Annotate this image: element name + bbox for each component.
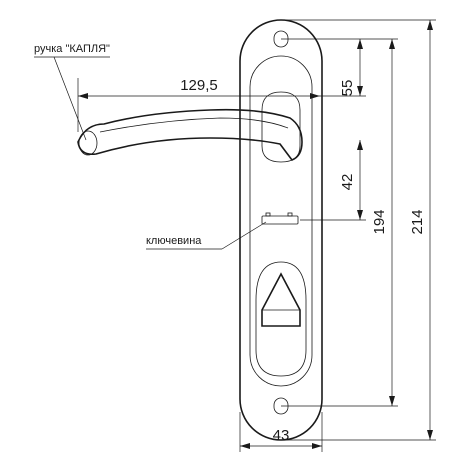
handle-tip	[78, 130, 98, 156]
dimension-handle-length-text: 129,5	[180, 77, 218, 94]
plate-boss-bottom	[255, 261, 307, 377]
extension-lines	[77, 19, 436, 452]
callout-handle: ручка "КАПЛЯ"	[34, 43, 110, 141]
dimension-handle-to-key: 42	[339, 140, 363, 220]
dimension-plate-height-text: 214	[409, 209, 426, 234]
lever-handle	[77, 108, 303, 161]
handle-edge-line	[99, 117, 289, 133]
key-slot	[261, 212, 299, 225]
dimension-plate-height: 214	[409, 20, 433, 440]
lock-indicator	[261, 272, 301, 327]
dimension-top-to-handle: 55	[339, 39, 363, 96]
lock-indicator-shape	[261, 272, 301, 327]
dimension-handle-length: 129,5	[78, 77, 320, 99]
plate-boss-top	[261, 91, 301, 163]
callout-key-slot-label: ключевина	[146, 235, 202, 247]
dimension-key-hole-span: 194	[371, 39, 395, 406]
callout-handle-label: ручка "КАПЛЯ"	[34, 43, 110, 55]
dimension-key-hole-span-text: 194	[371, 209, 388, 234]
dimension-handle-to-key-text: 42	[339, 174, 356, 191]
key-slot-body	[261, 215, 299, 225]
plate-inner-outline	[249, 55, 313, 387]
dimension-top-to-handle-text: 55	[339, 80, 356, 97]
key-slot-tab-left	[265, 212, 271, 217]
handle-body	[77, 108, 303, 161]
dimension-plate-width: 43	[240, 427, 322, 449]
dimension-plate-width-text: 43	[273, 427, 290, 444]
key-slot-tab-right	[287, 212, 293, 217]
callout-key-slot: ключевина	[146, 221, 267, 250]
